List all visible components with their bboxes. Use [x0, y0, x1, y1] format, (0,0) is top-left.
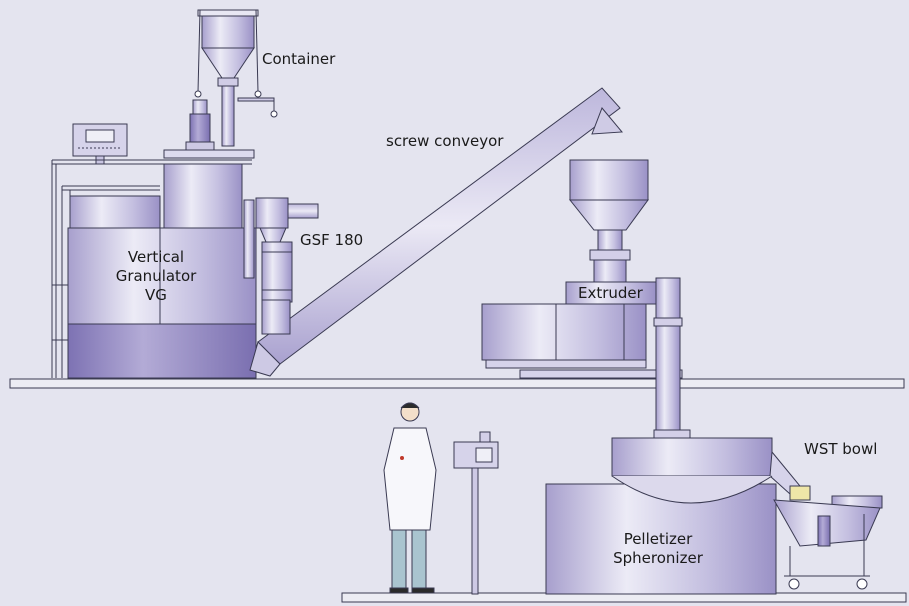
gsf-label: GSF 180 — [300, 231, 364, 249]
wst-bowl-cart — [773, 495, 883, 590]
operator-person — [383, 402, 437, 594]
container-hopper — [194, 9, 278, 147]
container-label: Container — [262, 50, 336, 68]
upper-floor — [9, 378, 905, 389]
gsf-180-mill — [255, 197, 319, 303]
pelletizer-spheronizer — [545, 437, 811, 595]
pelletizer-label-line-1: Pelletizer — [623, 530, 693, 548]
screw-conveyor-label: screw conveyor — [386, 132, 504, 150]
pelletizer-label-line-2: Spheronizer — [613, 549, 703, 567]
granulator-label-line-3: VG — [145, 286, 167, 304]
extruder-label: Extruder — [578, 284, 643, 302]
vertical-granulator — [67, 163, 257, 379]
granulator-label: Vertical Granulator VG — [100, 248, 212, 305]
granulator-label-line-1: Vertical — [127, 248, 185, 266]
pelletizer-label: Pelletizer Spheronizer — [598, 530, 718, 568]
operator-control-stand — [453, 431, 499, 595]
granulator-label-line-2: Granulator — [115, 267, 197, 285]
granulator-control-panel — [72, 123, 128, 165]
wst-bowl-label: WST bowl — [804, 440, 878, 458]
screw-conveyor — [249, 87, 624, 377]
transfer-tube — [653, 277, 691, 439]
extruder — [481, 159, 683, 379]
dosing-unit — [163, 99, 255, 159]
